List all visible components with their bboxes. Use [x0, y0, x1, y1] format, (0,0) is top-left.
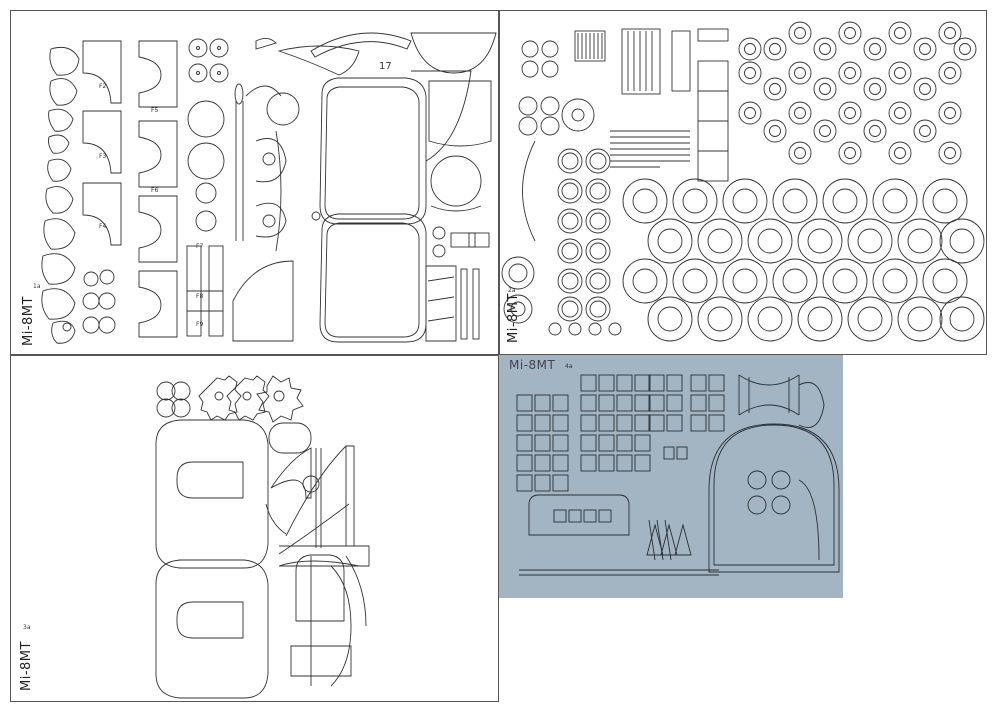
part-label: 17 — [379, 61, 392, 72]
part-label: F9 — [196, 321, 204, 328]
sheet-page-code: 4a — [565, 363, 573, 370]
sheet-model-label: Mi-8MT — [21, 296, 36, 346]
sheet-model-label: Mi-8MT — [506, 293, 521, 343]
part-label: F6 — [151, 187, 159, 194]
part-label: F7 — [196, 243, 204, 250]
part-label: F4 — [99, 223, 107, 230]
sheet-4-cut-lines — [516, 374, 840, 576]
sheet-page-code: 2a — [508, 287, 516, 294]
sheet-2-cut-lines — [501, 21, 985, 342]
parts-sheet-3: Mi-8MT 3a — [10, 355, 499, 702]
sheet-model-label: Mi-8MT — [19, 641, 34, 691]
sheet-1-cut-lines — [41, 32, 497, 344]
parts-sheet-2: Mi-8MT 2a — [499, 10, 987, 355]
part-label: F2 — [99, 83, 107, 90]
part-label: F5 — [151, 107, 159, 114]
parts-sheet-1: Mi-8MT 1a F2 F3 F4 F5 F6 F7 F8 F9 17 — [10, 10, 499, 355]
sheet-page-code: 3a — [23, 624, 31, 631]
sheet-page-code: 1a — [33, 283, 41, 290]
sheet-3-cut-lines — [155, 375, 370, 699]
part-label: F3 — [99, 153, 107, 160]
sheet-model-label: Mi-8MT — [509, 358, 556, 372]
part-label: F8 — [196, 293, 204, 300]
laser-cut-board-sheet: Mi-8MT 4a — [499, 355, 843, 598]
